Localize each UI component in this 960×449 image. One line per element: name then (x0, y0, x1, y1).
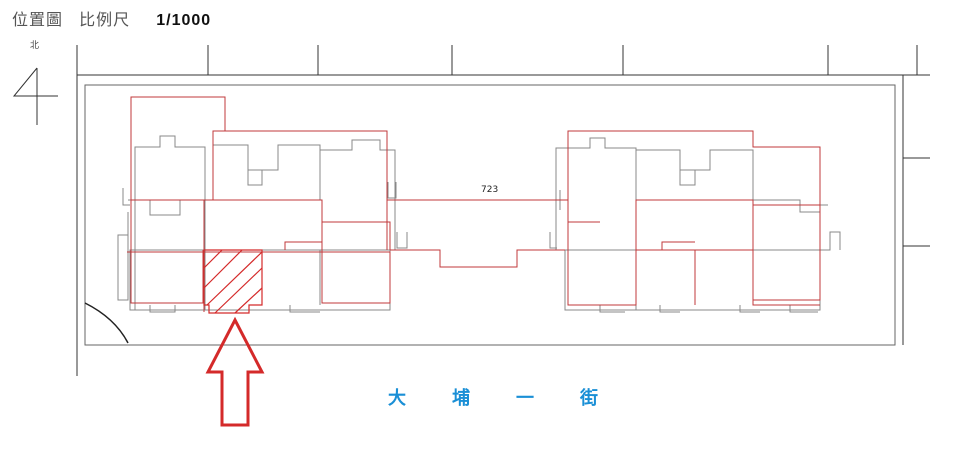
map-title: 位置圖 (12, 10, 64, 29)
selected-unit-hatch (203, 249, 263, 314)
lot-number: 723 (481, 185, 499, 195)
location-arrow-icon (205, 316, 265, 427)
street-char: 街 (580, 388, 598, 409)
street-char: 一 (516, 388, 534, 409)
scale-label: 比例尺 (79, 10, 131, 29)
street-char: 埔 (452, 388, 470, 409)
header: 位置圖 比例尺 1/1000 (12, 6, 221, 30)
street-char: 大 (388, 388, 406, 409)
north-arrow-icon (12, 67, 58, 125)
north-label: 北 (30, 41, 40, 51)
parcel-lines (76, 45, 930, 376)
street-name: 大埔一街 (388, 384, 644, 410)
unit-red-outlines (127, 96, 821, 312)
scale-value: 1/1000 (156, 12, 212, 29)
